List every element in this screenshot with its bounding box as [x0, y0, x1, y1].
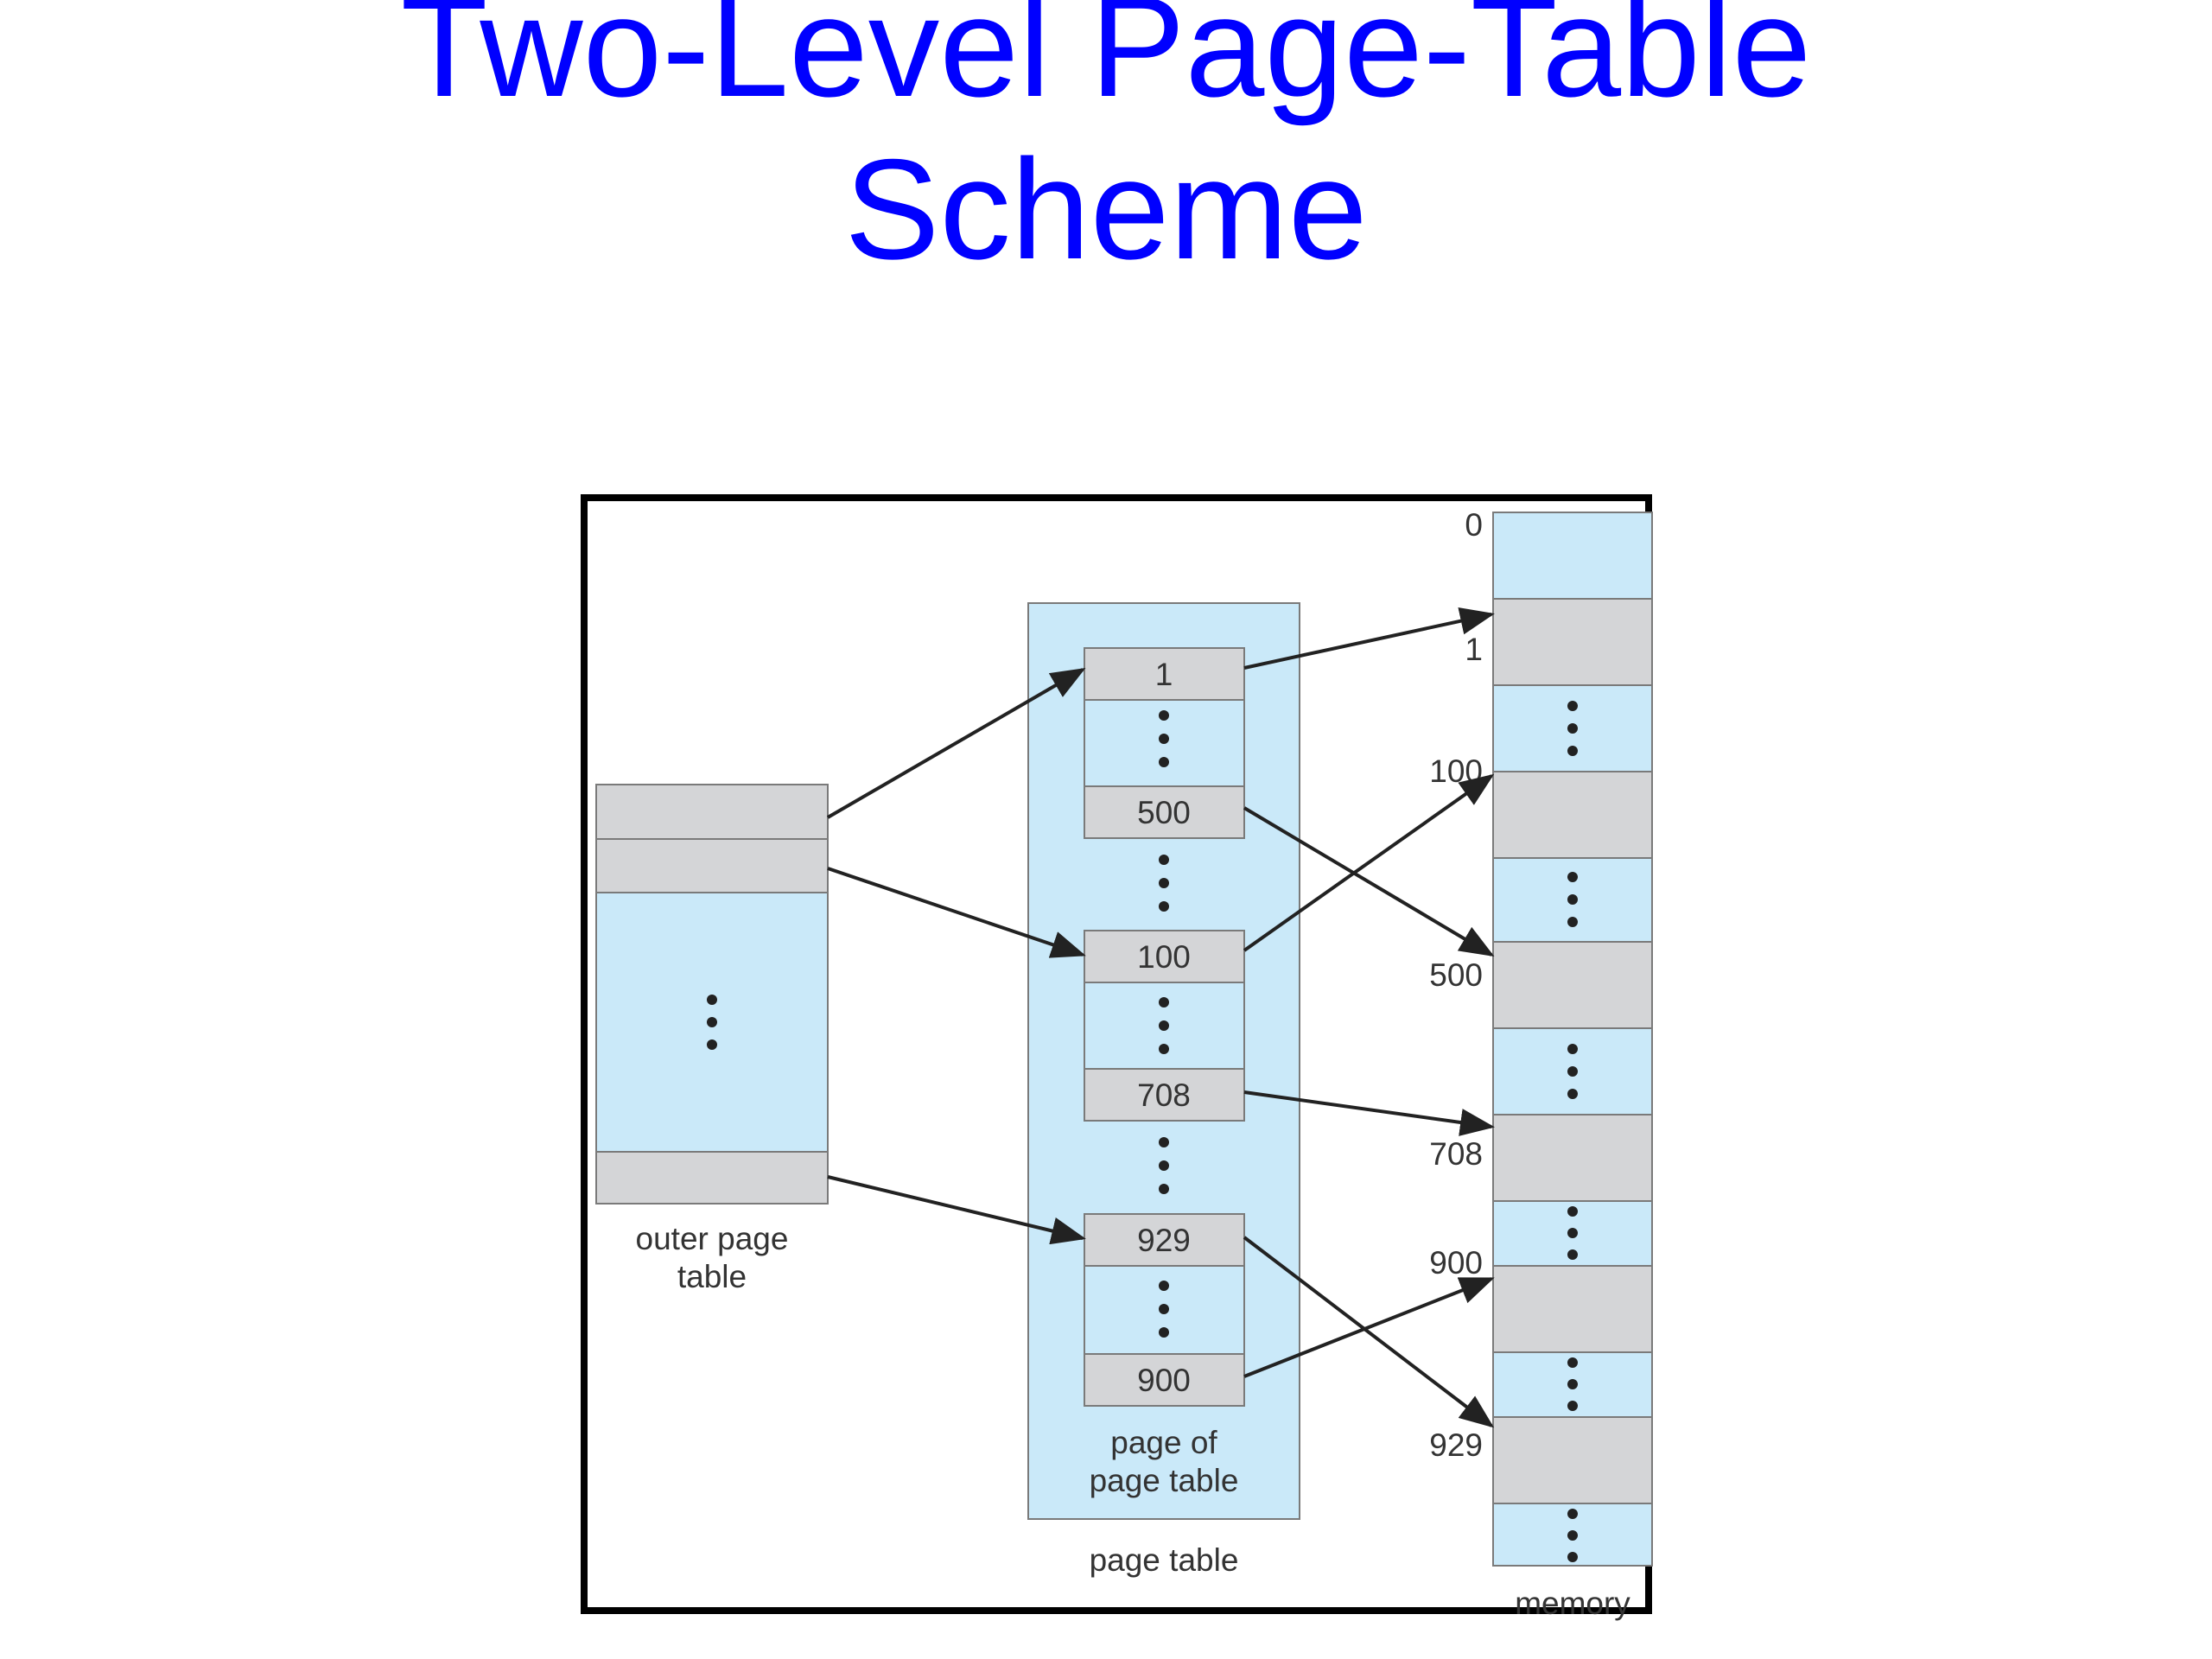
memory-address-label: 500	[1429, 957, 1483, 993]
vertical-ellipsis-icon	[1567, 872, 1578, 927]
page-table-entry-label: 1	[1155, 657, 1173, 692]
page-table-label: page table	[1090, 1542, 1239, 1578]
memory-frame	[1492, 1027, 1653, 1116]
vertical-ellipsis-icon	[1567, 1357, 1578, 1411]
outer-page-table	[595, 784, 829, 1205]
vertical-ellipsis-icon	[1567, 1206, 1578, 1260]
outer-page-table-entry	[595, 838, 829, 893]
outer-page-table-label-line-1: outer page	[636, 1221, 789, 1256]
vertical-ellipsis-icon	[1567, 1044, 1578, 1099]
slide-title-line-1: Two-Level Page-Table	[400, 0, 1812, 126]
arrow-icon	[827, 867, 1086, 958]
memory-frame	[1492, 512, 1653, 600]
page-table-entry-label: 500	[1137, 795, 1191, 830]
page-table-entry	[1084, 785, 1245, 839]
memory-address-label: 900	[1429, 1245, 1483, 1281]
arrow-icon	[826, 667, 1086, 819]
page-of-page-table	[1084, 1213, 1245, 1407]
memory-address-label: 1	[1465, 632, 1483, 667]
vertical-ellipsis-icon	[1567, 701, 1578, 756]
page-table-entry	[1084, 1068, 1245, 1122]
page-table-entry-label: 708	[1137, 1077, 1191, 1113]
memory-frame	[1492, 1265, 1653, 1353]
memory-address-label: 100	[1429, 753, 1483, 789]
outer-page-table-entry	[595, 784, 829, 840]
arrows	[826, 607, 1495, 1428]
vertical-ellipsis-icon	[707, 995, 717, 1050]
page-table-entry	[1084, 647, 1245, 701]
outer-page-table-label-line-2: table	[677, 1259, 747, 1294]
memory-frame	[1492, 1114, 1653, 1202]
vertical-ellipsis-icon	[1159, 997, 1169, 1054]
memory-frame	[1492, 941, 1653, 1029]
page-of-page-table-label-line-2: page table	[1090, 1463, 1239, 1498]
vertical-ellipsis-icon	[1159, 1137, 1169, 1194]
outer-page-table-entry	[595, 1151, 829, 1205]
arrow-icon	[1243, 806, 1495, 957]
arrow-icon	[1243, 773, 1495, 952]
arrow-icon	[1243, 1236, 1495, 1428]
page-table-entry-label: 100	[1137, 939, 1191, 975]
arrow-icon	[1243, 1277, 1495, 1378]
page-table-entry	[1084, 1353, 1245, 1407]
memory-frame	[1492, 1416, 1653, 1504]
slide-title-line-2: Scheme	[844, 130, 1368, 289]
memory-label: memory	[1515, 1586, 1630, 1621]
arrow-icon	[1243, 607, 1495, 670]
memory-address-label: 0	[1465, 507, 1483, 543]
arrow-icon	[1243, 1090, 1495, 1136]
arrow-icon	[827, 1175, 1086, 1245]
memory-frame	[1492, 598, 1653, 686]
page-table-entry-label: 929	[1137, 1223, 1191, 1258]
vertical-ellipsis-icon	[1159, 710, 1169, 767]
page-table-entry	[1084, 930, 1245, 983]
vertical-ellipsis-icon	[1159, 1281, 1169, 1338]
vertical-ellipsis-icon	[1567, 1509, 1578, 1562]
memory-address-label: 708	[1429, 1136, 1483, 1172]
page-of-page-table-label-line-1: page of	[1110, 1425, 1217, 1460]
page-table-entry-label: 900	[1137, 1363, 1191, 1398]
vertical-ellipsis-icon	[1159, 855, 1169, 912]
page-table-entry	[1084, 1213, 1245, 1267]
memory-address-label: 929	[1429, 1427, 1483, 1463]
slide-title: Two-Level Page-Table Scheme	[0, 0, 2212, 290]
memory-frame	[1492, 771, 1653, 859]
